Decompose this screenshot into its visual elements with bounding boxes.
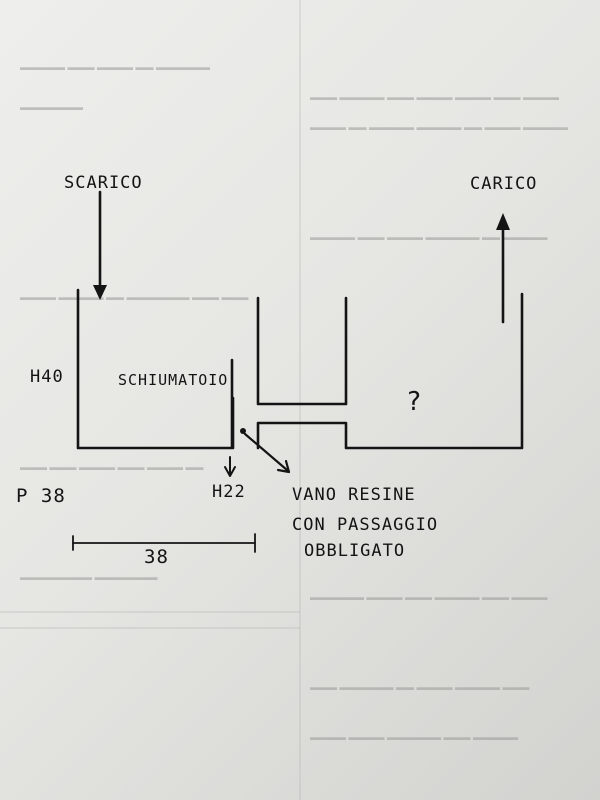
carico-arrowhead (496, 213, 510, 230)
question-mark: ? (406, 387, 423, 417)
scarico-arrowhead (93, 285, 107, 300)
svg-text:▬▬▬ ▬▬▬▬▬▬ ▬▬ ▬▬▬▬ ▬▬▬▬▬ ▬▬▬: ▬▬▬ ▬▬▬▬▬▬ ▬▬ ▬▬▬▬ ▬▬▬▬▬ ▬▬▬ (310, 682, 530, 692)
p38-label: P 38 (16, 485, 66, 507)
svg-text:▬▬▬ ▬▬▬▬▬ ▬▬▬ ▬▬▬▬ ▬▬▬▬ ▬▬▬ ▬▬: ▬▬▬ ▬▬▬▬▬ ▬▬▬ ▬▬▬▬ ▬▬▬▬ ▬▬▬ ▬▬▬▬ (310, 92, 559, 102)
svg-text:▬▬▬▬▬ ▬▬▬ ▬▬▬▬ ▬▬ ▬▬▬▬▬▬: ▬▬▬▬▬ ▬▬▬ ▬▬▬▬ ▬▬ ▬▬▬▬▬▬ (20, 62, 210, 72)
svg-text:▬▬▬▬▬▬▬: ▬▬▬▬▬▬▬ (20, 102, 83, 112)
schiumatoio-label: SCHIUMATOIO (118, 371, 228, 389)
h40-label: H40 (30, 367, 64, 387)
h22-label: H22 (212, 482, 246, 502)
svg-text:▬▬▬▬▬▬▬▬ ▬▬▬▬▬▬▬: ▬▬▬▬▬▬▬▬ ▬▬▬▬▬▬▬ (20, 572, 158, 582)
svg-text:▬▬▬▬▬ ▬▬▬ ▬▬▬▬ ▬▬▬▬▬▬ ▬▬ ▬▬▬▬▬: ▬▬▬▬▬ ▬▬▬ ▬▬▬▬ ▬▬▬▬▬▬ ▬▬ ▬▬▬▬▬ (310, 232, 548, 242)
vano-resine-line3: OBBLIGATO (304, 541, 405, 561)
h22-arrowhead (224, 466, 236, 477)
pointer-dot (240, 428, 246, 434)
vano-resine-line1: VANO RESINE (292, 485, 416, 505)
scarico-label: SCARICO (64, 173, 143, 193)
svg-text:▬▬▬▬▬▬ ▬▬▬▬ ▬▬▬ ▬▬▬▬▬ ▬▬▬ ▬▬▬▬: ▬▬▬▬▬▬ ▬▬▬▬ ▬▬▬ ▬▬▬▬▬ ▬▬▬ ▬▬▬▬ (310, 592, 548, 602)
svg-text:▬▬▬ ▬▬▬ ▬▬▬▬ ▬▬▬ ▬▬▬▬ ▬▬: ▬▬▬ ▬▬▬ ▬▬▬▬ ▬▬▬ ▬▬▬▬ ▬▬ (20, 462, 204, 472)
vano-resine-line2: CON PASSAGGIO (292, 515, 438, 535)
svg-text:▬▬▬▬ ▬▬▬▬▬ ▬▬ ▬▬▬▬▬▬▬ ▬▬▬ ▬▬▬: ▬▬▬▬ ▬▬▬▬▬ ▬▬ ▬▬▬▬▬▬▬ ▬▬▬ ▬▬▬ (20, 292, 249, 302)
svg-text:▬▬▬▬ ▬▬▬▬ ▬▬▬▬▬▬ ▬▬▬ ▬▬▬▬▬: ▬▬▬▬ ▬▬▬▬ ▬▬▬▬▬▬ ▬▬▬ ▬▬▬▬▬ (310, 732, 518, 742)
pointer-line (243, 432, 289, 472)
background-show-through: ▬▬▬▬▬ ▬▬▬ ▬▬▬▬ ▬▬ ▬▬▬▬▬▬ ▬▬▬▬▬▬▬ ▬▬▬▬ ▬▬… (0, 0, 568, 800)
pointer-arrowhead (276, 459, 291, 474)
width-38-label: 38 (144, 546, 169, 568)
tank-outline (76, 288, 524, 450)
carico-label: CARICO (470, 174, 537, 194)
svg-text:▬▬▬▬ ▬▬ ▬▬▬▬▬ ▬▬▬▬▬ ▬▬ ▬▬▬▬ ▬▬: ▬▬▬▬ ▬▬ ▬▬▬▬▬ ▬▬▬▬▬ ▬▬ ▬▬▬▬ ▬▬▬▬▬ (310, 122, 568, 132)
